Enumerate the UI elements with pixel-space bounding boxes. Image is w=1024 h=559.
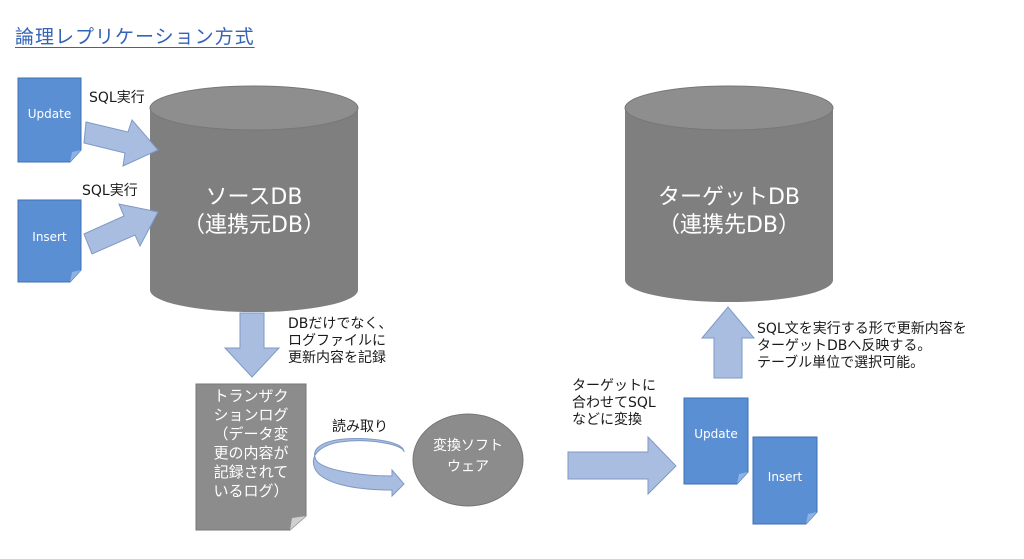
target-db-subtitle: （連携先DB）	[657, 213, 801, 238]
sql-exec-label-1: SQL実行	[89, 90, 145, 106]
update-doc-label: Update	[27, 107, 72, 121]
source-db-label: ソースDB （連携元DB）	[160, 184, 348, 240]
page-title: 論理レプリケーション方式	[15, 26, 255, 48]
transaction-log-line: （データ変	[213, 425, 289, 443]
log-note: DBだけでなく、 ログファイルに 更新内容を記録	[288, 316, 392, 367]
apply-up-arrow	[700, 306, 756, 379]
target-db-cylinder	[624, 85, 834, 302]
transaction-log-line: 記録されて	[213, 463, 289, 481]
target-db-name: ターゲットDB	[657, 185, 801, 210]
convert-right-arrow	[567, 435, 677, 496]
source-db-name: ソースDB	[205, 185, 303, 210]
transaction-log-text: トランザク ションログ （データ変 更の内容が 記録されて いるログ）	[197, 387, 305, 501]
source-db-subtitle: （連携元DB）	[182, 213, 326, 238]
convert-note-line: 合わせてSQL	[572, 395, 656, 411]
convert-note-line: ターゲットに	[572, 378, 656, 394]
transaction-log-line: 更の内容が	[213, 444, 289, 462]
target-db-label: ターゲットDB （連携先DB）	[635, 184, 823, 240]
sql-exec-label-2: SQL実行	[82, 183, 138, 199]
convert-note-line: などに変換	[572, 412, 642, 428]
converter-oval	[412, 413, 524, 507]
converter-line: 変換ソフト	[433, 438, 503, 454]
transaction-log-line: いるログ）	[213, 482, 289, 500]
sql-arrow-update	[83, 119, 159, 167]
convert-note: ターゲットに 合わせてSQL などに変換	[572, 378, 656, 429]
target-insert-doc-label: Insert	[767, 470, 803, 484]
read-curve-arrow	[312, 438, 405, 498]
insert-doc-label: Insert	[32, 230, 67, 244]
log-note-line: DBだけでなく、	[288, 316, 393, 332]
converter-text: 変換ソフト ウェア	[412, 436, 524, 478]
apply-note-line: SQL文を実行する形で更新内容を	[757, 321, 967, 337]
transaction-log-line: ションログ	[213, 406, 289, 424]
converter-line: ウェア	[447, 459, 489, 475]
sql-arrow-insert	[83, 203, 159, 255]
log-note-line: 更新内容を記録	[288, 350, 386, 366]
apply-note-line: ターゲットDBへ反映する。	[757, 338, 932, 354]
apply-note-line: テーブル単位で選択可能。	[757, 355, 925, 371]
source-db-cylinder	[149, 85, 359, 312]
target-update-document-icon	[683, 397, 749, 485]
apply-note: SQL文を実行する形で更新内容を ターゲットDBへ反映する。 テーブル単位で選択…	[757, 321, 967, 372]
transaction-log-line: トランザク	[213, 387, 289, 405]
target-update-doc-label: Update	[694, 427, 738, 441]
log-down-arrow	[223, 312, 281, 378]
read-label: 読み取り	[332, 419, 388, 435]
log-note-line: ログファイルに	[288, 333, 386, 349]
